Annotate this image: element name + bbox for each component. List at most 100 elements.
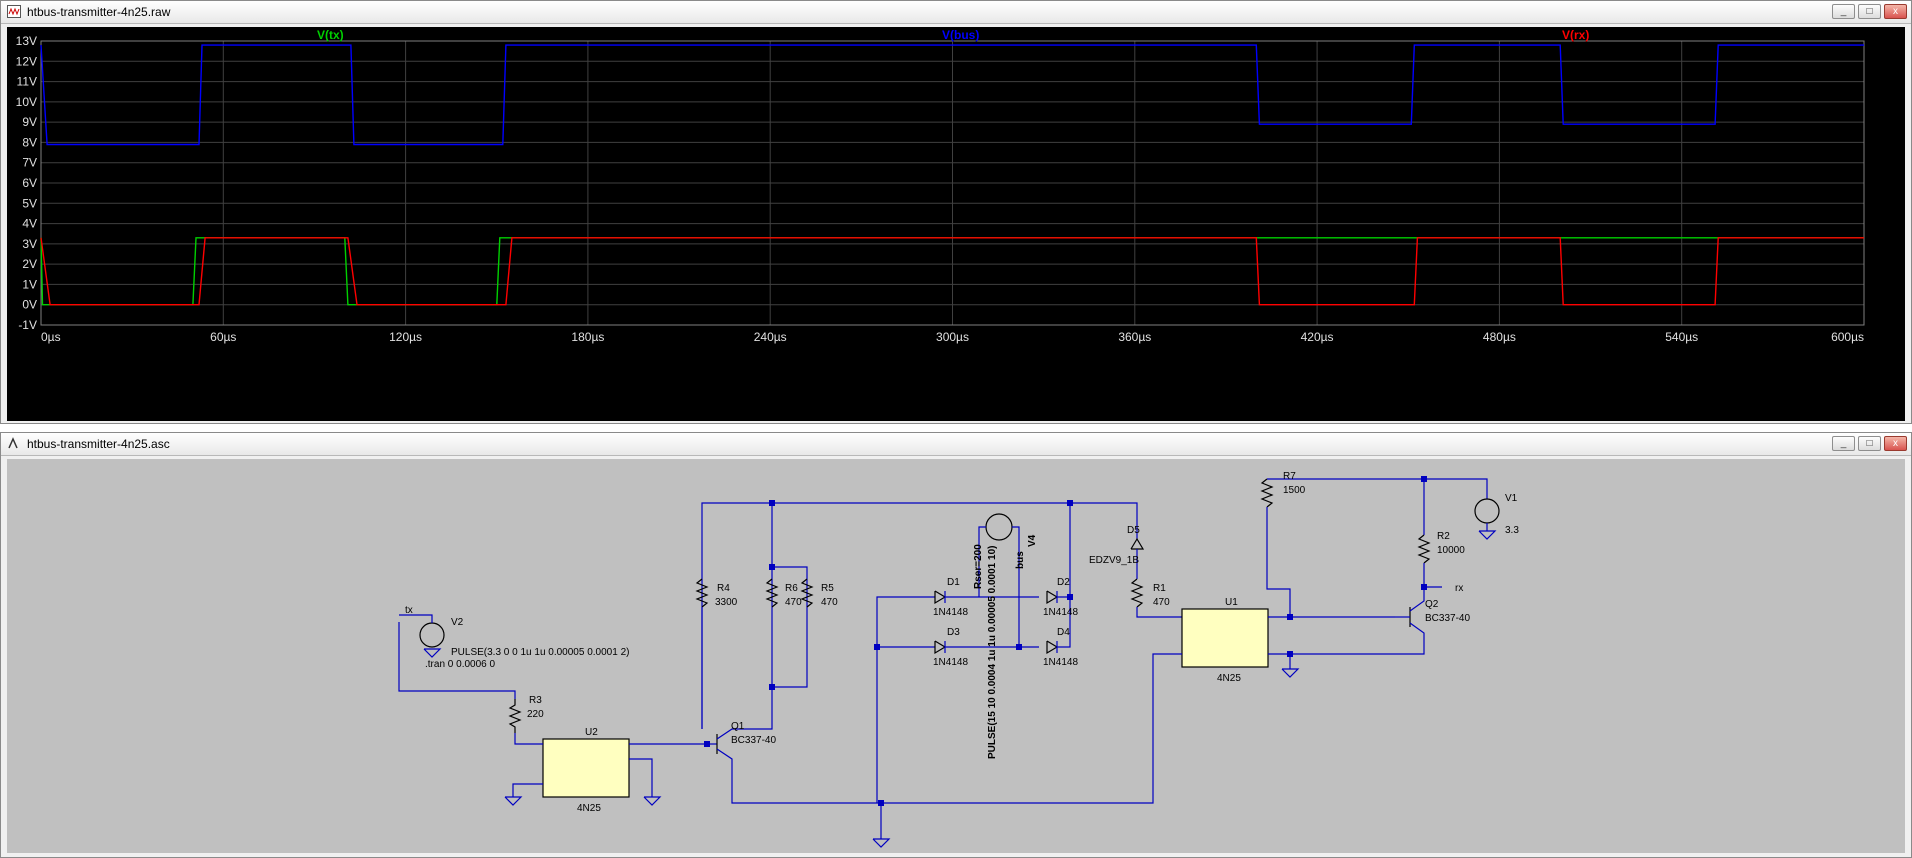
ground-symbol [504,796,523,806]
junction [1287,614,1293,620]
minimize-button[interactable]: _ [1832,436,1855,451]
resistor-r5[interactable] [800,578,814,608]
x-tick-label: 120µs [389,330,422,344]
diode-d2[interactable] [1046,590,1059,605]
label-r5-value: 470 [821,597,838,608]
label-q1-model: BC337-40 [731,735,776,746]
label-v2-pulse: PULSE(3.3 0 0 1u 1u 0.00005 0.0001 2) [451,647,629,658]
plot-window-title: htbus-transmitter-4n25.raw [27,5,171,19]
y-tick-label: 3V [22,237,37,251]
schematic-icon [8,437,18,449]
y-tick-label: -1V [18,318,37,332]
schematic-canvas[interactable]: tx V2 PULSE(3.3 0 0 1u 1u 0.00005 0.0001… [7,459,1905,853]
label-q1: Q1 [731,721,745,732]
optocoupler-u2[interactable] [542,738,630,798]
x-tick-label: 240µs [754,330,787,344]
legend-rx: V(rx) [1562,28,1589,42]
net-label-bus: bus [1015,551,1026,569]
restore-button[interactable]: □ [1858,4,1881,19]
label-u1: U1 [1225,597,1238,608]
wire [398,622,516,699]
label-v1-value: 3.3 [1505,525,1519,536]
label-d5-model: EDZV9_1B [1089,555,1139,566]
y-tick-label: 4V [22,217,37,231]
waveform-icon [7,5,21,18]
junction [769,684,775,690]
voltage-source-v4[interactable] [985,513,1013,541]
diode-d4[interactable] [1046,640,1059,655]
voltage-source-v1[interactable] [1474,498,1500,524]
x-tick-label: 60µs [210,330,236,344]
wire [1423,563,1442,588]
wire [978,526,986,597]
ground-symbol [423,648,442,658]
legend-bus: V(bus) [942,28,979,42]
schematic-drawing[interactable]: tx V2 PULSE(3.3 0 0 1u 1u 0.00005 0.0001… [7,459,1905,853]
junction [1421,476,1427,482]
y-tick-label: 0V [22,298,37,312]
label-r7: R7 [1283,471,1296,482]
optocoupler-u1[interactable] [1181,608,1269,668]
junction [1016,644,1022,650]
wire [1057,597,1071,648]
diode-d1[interactable] [934,590,947,605]
label-r4-value: 3300 [715,597,738,608]
diode-d3[interactable] [934,640,947,655]
label-q2: Q2 [1425,599,1439,610]
voltage-source-v2[interactable] [419,622,445,648]
restore-button[interactable]: □ [1858,436,1881,451]
label-rser: Rser=200 [973,544,984,589]
label-r2-value: 10000 [1437,545,1465,556]
label-r3: R3 [529,695,542,706]
junction [1067,500,1073,506]
y-tick-label: 11V [17,75,37,89]
label-bus-pulse: PULSE(15 10 0.0004 1u 1u 0.00005 0.0001 … [987,546,998,759]
label-r4: R4 [717,583,730,594]
resistor-r4[interactable] [695,578,709,608]
label-r2: R2 [1437,531,1450,542]
resistor-r6[interactable] [765,578,779,608]
close-button[interactable]: x [1884,4,1907,19]
schematic-titlebar[interactable]: htbus-transmitter-4n25.asc _ □ x [1,433,1911,456]
minimize-button[interactable]: _ [1832,4,1855,19]
y-tick-label: 12V [16,54,37,68]
label-d4-model: 1N4148 [1043,657,1078,668]
x-tick-label: 600µs [1831,330,1864,344]
resistor-r3[interactable] [508,699,522,733]
x-tick-label: 180µs [571,330,604,344]
junction [874,644,880,650]
junction [769,500,775,506]
wire [1070,502,1138,539]
label-tran: .tran 0 0.0006 0 [425,659,495,670]
x-tick-label: 360µs [1118,330,1151,344]
label-d3-model: 1N4148 [933,657,968,668]
resistor-r7[interactable] [1260,478,1274,508]
label-u2-model: 4N25 [577,803,601,814]
series-line-bus [40,44,1864,146]
zener-diode-d5[interactable] [1130,537,1145,550]
label-u2: U2 [585,727,598,738]
y-tick-label: 2V [22,257,37,271]
label-d2-model: 1N4148 [1043,607,1078,618]
wire [881,653,1182,804]
net-label-rx: rx [1455,583,1463,594]
resistor-r2[interactable] [1417,534,1431,564]
label-v1: V1 [1505,493,1518,504]
junction [1067,594,1073,600]
wire [876,596,935,803]
wire [716,748,882,839]
label-r6-value: 470 [785,597,802,608]
close-button[interactable]: x [1884,436,1907,451]
resistor-r1[interactable] [1130,578,1144,608]
x-tick-label: 420µs [1301,330,1334,344]
y-tick-label: 7V [22,156,37,170]
junction [1287,651,1293,657]
plot-titlebar[interactable]: htbus-transmitter-4n25.raw _ □ x [1,1,1911,24]
ground-symbol [643,796,662,806]
junction [1421,584,1427,590]
junction [878,800,884,806]
label-r1: R1 [1153,583,1166,594]
